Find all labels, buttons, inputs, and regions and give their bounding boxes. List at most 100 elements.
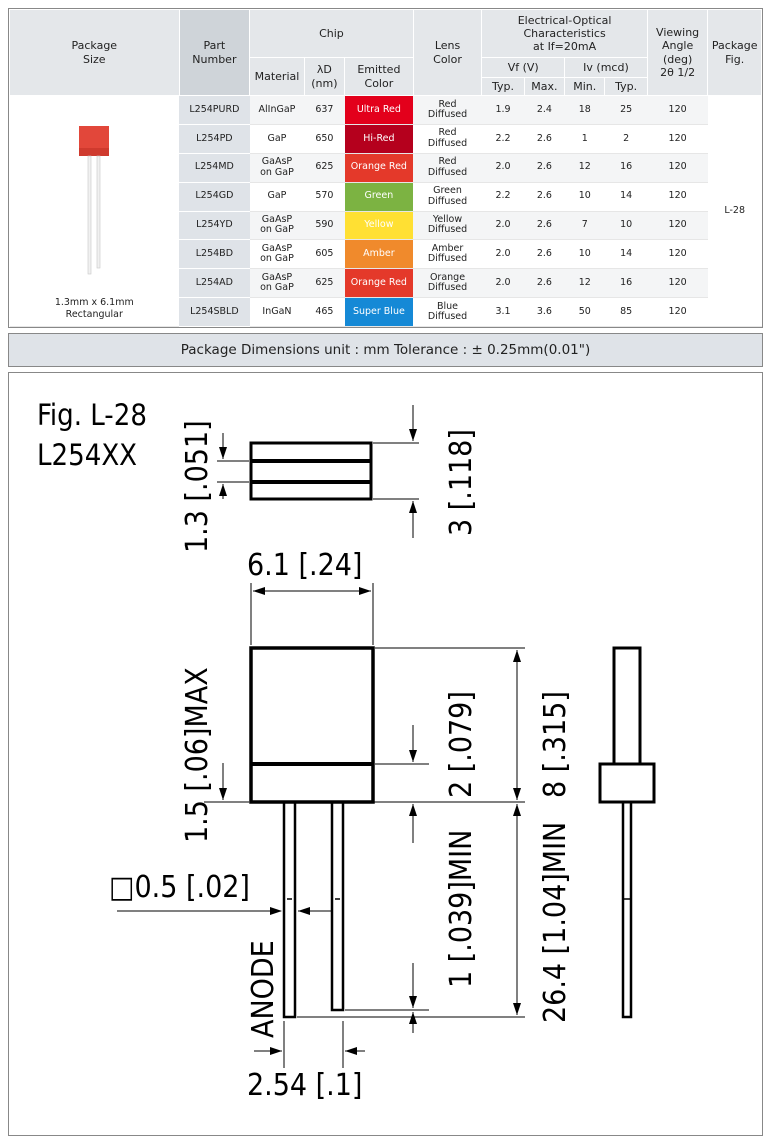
header-part-number: Part Number bbox=[178, 9, 251, 96]
iv-min: 10 bbox=[564, 239, 605, 270]
header-vf: Vf (V) bbox=[481, 57, 566, 78]
vf-max: 2.6 bbox=[524, 211, 565, 241]
iv-min: 50 bbox=[564, 297, 605, 327]
vf-typ: 3.1 bbox=[481, 297, 525, 327]
viewing-angle: 120 bbox=[647, 182, 708, 212]
material: GaAsP on GaP bbox=[249, 153, 305, 183]
vf-typ: 2.0 bbox=[481, 211, 525, 241]
dim-3: 3 [.118] bbox=[444, 429, 479, 536]
vf-max: 3.6 bbox=[524, 297, 565, 327]
vf-typ: 2.0 bbox=[481, 268, 525, 299]
part-number: L254GD bbox=[179, 182, 250, 212]
wavelength: 605 bbox=[304, 239, 345, 270]
vf-max: 2.6 bbox=[524, 124, 565, 154]
iv-min: 10 bbox=[564, 182, 605, 212]
vf-typ: 2.0 bbox=[481, 239, 525, 270]
lens-color: Yellow Diffused bbox=[413, 211, 482, 241]
package-caption: 1.3mm x 6.1mm Rectangular bbox=[54, 297, 134, 320]
fig-title: Fig. L-28 bbox=[37, 398, 147, 432]
package-image-cell: 1.3mm x 6.1mm Rectangular bbox=[9, 95, 180, 327]
emitted-color-swatch: Hi-Red bbox=[344, 124, 414, 154]
vf-typ: 1.9 bbox=[481, 95, 525, 125]
iv-typ: 10 bbox=[604, 211, 648, 241]
iv-typ: 14 bbox=[604, 182, 648, 212]
iv-min: 1 bbox=[564, 124, 605, 154]
lens-color: Amber Diffused bbox=[413, 239, 482, 270]
wavelength: 637 bbox=[304, 95, 345, 125]
viewing-angle: 120 bbox=[647, 268, 708, 299]
part-number: L254BD bbox=[179, 239, 250, 270]
material: InGaN bbox=[249, 297, 305, 327]
viewing-angle: 120 bbox=[647, 124, 708, 154]
material: GaP bbox=[249, 182, 305, 212]
vf-typ: 2.2 bbox=[481, 182, 525, 212]
spec-table: Package Size Part Number Chip Lens Color… bbox=[9, 9, 762, 327]
dim-1-5: 1.5 [.06]MAX bbox=[180, 667, 215, 843]
iv-typ: 2 bbox=[604, 124, 648, 154]
lens-color: Red Diffused bbox=[413, 95, 482, 125]
dim-6-1: 6.1 [.24] bbox=[247, 548, 362, 583]
fig-part: L254XX bbox=[37, 438, 137, 472]
iv-typ: 16 bbox=[604, 268, 648, 299]
dim-0-5: □0.5 [.02] bbox=[109, 870, 250, 905]
header-iv-typ: Typ. bbox=[604, 77, 648, 96]
emitted-color-swatch: Orange Red bbox=[344, 268, 414, 299]
vf-max: 2.6 bbox=[524, 268, 565, 299]
part-number: L254YD bbox=[179, 211, 250, 241]
lens-color: Red Diffused bbox=[413, 124, 482, 154]
drawing-svg: Fig. L-28 L254XX 1.3 [.051] 3 [.118] 6.1… bbox=[37, 398, 656, 1103]
part-number: L254AD bbox=[179, 268, 250, 299]
wavelength: 625 bbox=[304, 268, 345, 299]
emitted-color-swatch: Super Blue bbox=[344, 297, 414, 327]
viewing-angle: 120 bbox=[647, 239, 708, 270]
header-viewing-angle: Viewing Angle (deg) 2θ 1/2 bbox=[646, 9, 709, 96]
dim-1: 1 [.039]MIN bbox=[444, 830, 479, 988]
material: GaAsP on GaP bbox=[249, 268, 305, 299]
iv-min: 18 bbox=[564, 95, 605, 125]
emitted-color-swatch: Amber bbox=[344, 239, 414, 270]
iv-min: 7 bbox=[564, 211, 605, 241]
vf-max: 2.6 bbox=[524, 182, 565, 212]
material: GaAsP on GaP bbox=[249, 211, 305, 241]
dim-2: 2 [.079] bbox=[444, 691, 479, 798]
viewing-angle: 120 bbox=[647, 297, 708, 327]
header-material: Material bbox=[249, 57, 305, 96]
header-iv: Iv (mcd) bbox=[564, 57, 648, 78]
dimension-drawing: Fig. L-28 L254XX 1.3 [.051] 3 [.118] 6.1… bbox=[8, 372, 763, 1136]
vf-typ: 2.2 bbox=[481, 124, 525, 154]
package-fig: L-28 bbox=[707, 95, 762, 327]
header-chip: Chip bbox=[249, 9, 414, 58]
header-vf-max: Max. bbox=[523, 77, 566, 96]
led-package-image bbox=[79, 126, 110, 275]
iv-typ: 14 bbox=[604, 239, 648, 270]
emitted-color-swatch: Orange Red bbox=[344, 153, 414, 183]
package-dimensions-text: Package Dimensions unit : mm Tolerance :… bbox=[180, 342, 591, 358]
vf-typ: 2.0 bbox=[481, 153, 525, 183]
dim-2-54: 2.54 [.1] bbox=[247, 1068, 362, 1103]
wavelength: 570 bbox=[304, 182, 345, 212]
iv-min: 12 bbox=[564, 268, 605, 299]
spec-table-panel: Package Size Part Number Chip Lens Color… bbox=[8, 8, 763, 328]
header-electrical-optical: Electrical-Optical Characteristics at If… bbox=[481, 9, 648, 58]
header-vf-typ: Typ. bbox=[481, 77, 525, 96]
material: GaP bbox=[249, 124, 305, 154]
header-lens-color: Lens Color bbox=[412, 9, 483, 96]
vf-max: 2.6 bbox=[524, 153, 565, 183]
part-number: L254PURD bbox=[179, 95, 250, 125]
lens-color: Orange Diffused bbox=[413, 268, 482, 299]
drawing-lines bbox=[117, 405, 656, 1068]
material: GaAsP on GaP bbox=[249, 239, 305, 270]
lens-color: Green Diffused bbox=[413, 182, 482, 212]
wavelength: 590 bbox=[304, 211, 345, 241]
lens-color: Blue Diffused bbox=[413, 297, 482, 327]
vf-max: 2.6 bbox=[524, 239, 565, 270]
wavelength: 465 bbox=[304, 297, 345, 327]
iv-typ: 85 bbox=[604, 297, 648, 327]
header-wavelength: λD (nm) bbox=[303, 57, 346, 96]
part-number: L254PD bbox=[179, 124, 250, 154]
